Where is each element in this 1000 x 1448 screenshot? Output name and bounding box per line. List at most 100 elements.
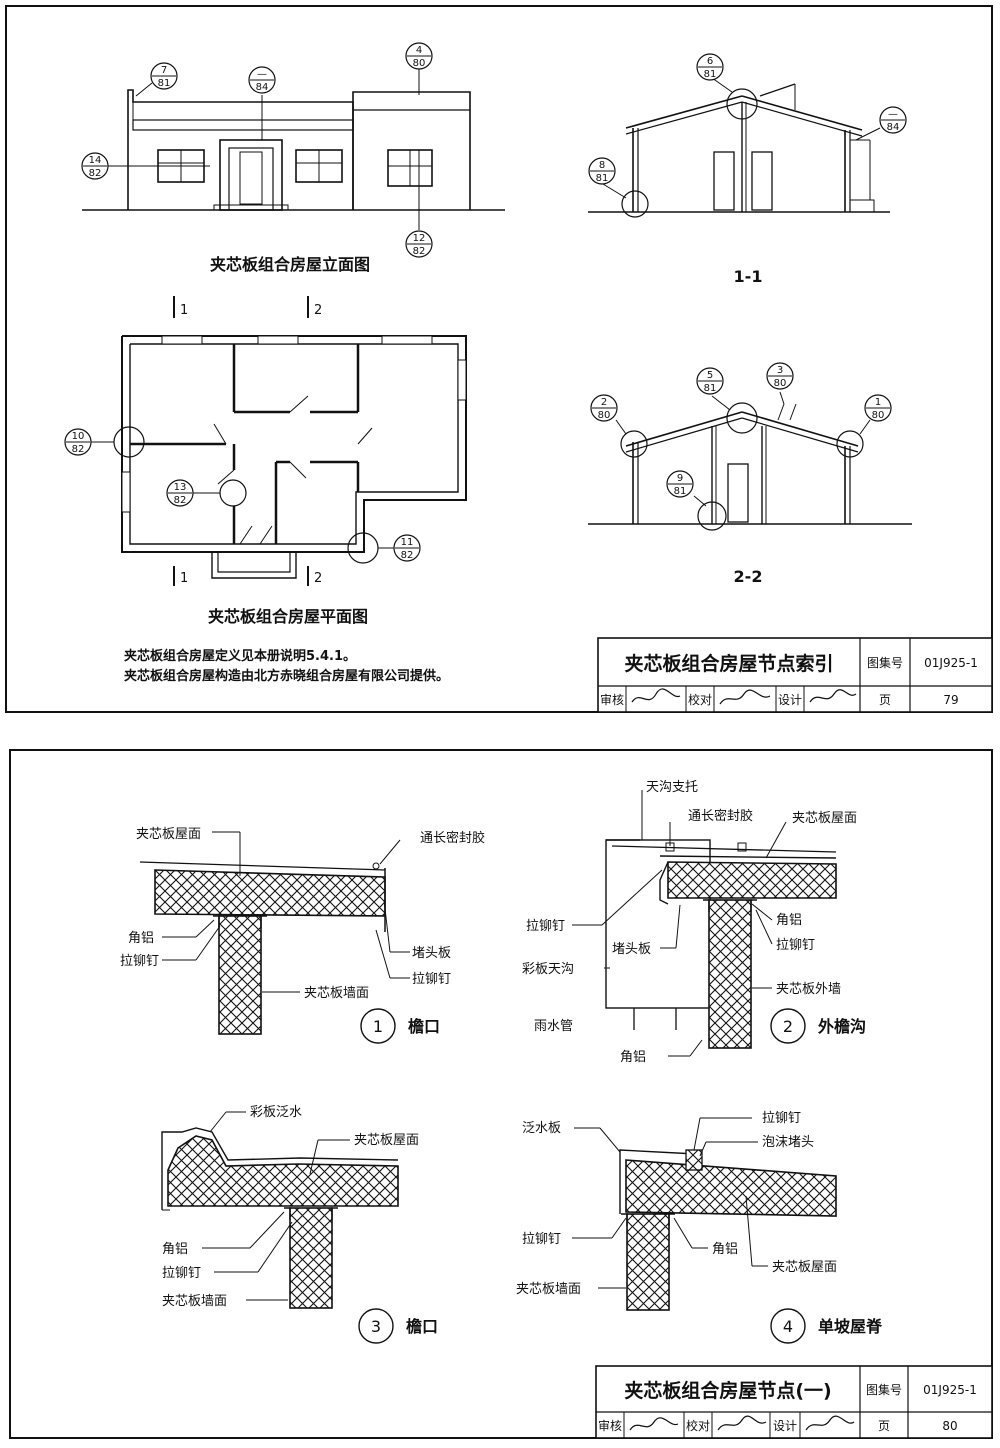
sheet2-design-label: 设计 <box>773 1419 797 1433</box>
d2-sealant-label: 通长密封胶 <box>688 808 753 824</box>
elevation-ref-4-80: 480 <box>405 42 433 70</box>
d1-wall-label: 夹芯板墙面 <box>304 986 369 1001</box>
svg-text:80: 80 <box>774 378 787 389</box>
section2-ref-1-80: 180 <box>864 394 892 422</box>
d2-angle-bottom-label: 角铝 <box>620 1050 646 1065</box>
detail-1-drawing <box>139 831 410 1044</box>
d1-angle-label: 角铝 <box>128 931 154 946</box>
sheet1-atlas-no: 01J925-1 <box>924 656 978 670</box>
plan-caption: 夹芯板组合房屋平面图 <box>208 607 368 626</box>
svg-text:80: 80 <box>872 410 885 421</box>
section2-ref-2-80: 280 <box>590 394 618 422</box>
svg-text:12: 12 <box>413 233 426 244</box>
d4-number: 4 <box>783 1317 793 1336</box>
sheet2-page-no: 80 <box>942 1419 957 1433</box>
sheet2-review-label: 审核 <box>598 1418 622 1433</box>
svg-text:4: 4 <box>416 45 422 56</box>
d2-outer-wall-label: 夹芯板外墙 <box>776 982 841 997</box>
d4-rivet-left-label: 拉铆钉 <box>522 1232 561 1247</box>
sheet2-border <box>9 749 993 1439</box>
elevation-drawing <box>82 67 505 230</box>
svg-text:81: 81 <box>674 486 687 497</box>
svg-text:82: 82 <box>174 495 187 506</box>
d1-rivet-left-label: 拉铆钉 <box>120 954 159 969</box>
d4-roof-label: 夹芯板屋面 <box>772 1260 837 1275</box>
d3-roof-label: 夹芯板屋面 <box>354 1133 419 1148</box>
cut-mark-2-bottom: 2 <box>314 571 322 586</box>
section-1-1-caption: 1-1 <box>734 267 763 286</box>
sheet2-title: 夹芯板组合房屋节点(一) <box>624 1379 831 1402</box>
elevation-caption: 夹芯板组合房屋立面图 <box>210 255 370 274</box>
svg-text:9: 9 <box>677 473 683 484</box>
svg-text:81: 81 <box>704 69 717 80</box>
svg-text:2: 2 <box>601 397 607 408</box>
sheet1-review-label: 审核 <box>600 692 624 707</box>
detail-2-drawing <box>572 790 837 1057</box>
svg-text:84: 84 <box>256 82 269 93</box>
section2-ref-3-80: 380 <box>766 362 794 390</box>
svg-text:82: 82 <box>72 444 85 455</box>
d1-name: 檐口 <box>408 1017 440 1036</box>
d2-number: 2 <box>783 1017 793 1036</box>
elevation-ref-84: — 84 <box>248 66 276 94</box>
svg-text:81: 81 <box>704 383 717 394</box>
d4-foam-label: 泡沫堵头 <box>762 1135 814 1150</box>
section1-ref-8-81: 881 <box>588 157 616 185</box>
svg-text:82: 82 <box>401 550 414 561</box>
svg-text:—: — <box>257 69 267 80</box>
note-1: 夹芯板组合房屋定义见本册说明5.4.1。 <box>124 648 356 664</box>
d2-support-label: 天沟支托 <box>646 780 698 795</box>
d3-wall-label: 夹芯板墙面 <box>162 1294 227 1309</box>
sheet1-page-label: 页 <box>879 693 891 707</box>
d1-number: 1 <box>373 1017 383 1036</box>
svg-text:6: 6 <box>707 56 713 67</box>
section-2-2-caption: 2-2 <box>734 567 763 586</box>
sheet1-atlas-label: 图集号 <box>867 655 903 670</box>
d2-roof-label: 夹芯板屋面 <box>792 811 857 826</box>
d2-downpipe-label: 雨水管 <box>534 1019 573 1034</box>
sheet1-title: 夹芯板组合房屋节点索引 <box>624 652 833 675</box>
d1-endplate-label: 堵头板 <box>412 946 451 961</box>
sheet1-border <box>5 5 993 713</box>
section2-ref-5-81: 581 <box>696 367 724 395</box>
svg-text:7: 7 <box>161 65 167 76</box>
d2-endplate-label: 堵头板 <box>612 942 651 957</box>
svg-text:81: 81 <box>158 78 171 89</box>
d2-name: 外檐沟 <box>817 1017 866 1036</box>
sheet-80: 夹芯板屋面 通长密封胶 角铝 拉铆钉 堵头板 拉铆钉 夹芯板墙面 1 檐口 <box>9 749 993 1439</box>
d1-sealant-label: 通长密封胶 <box>420 830 485 846</box>
cut-mark-1-bottom: 1 <box>180 571 188 586</box>
d4-flashing-label: 泛水板 <box>522 1121 561 1136</box>
svg-text:5: 5 <box>707 370 713 381</box>
svg-text:84: 84 <box>887 122 900 133</box>
svg-text:8: 8 <box>599 160 605 171</box>
section2-ref-9-81: 981 <box>666 470 694 498</box>
sheet2-check-label: 校对 <box>686 1418 710 1433</box>
d2-rivet-left-label: 拉铆钉 <box>526 919 565 934</box>
d2-angle-right-label: 角铝 <box>776 913 802 928</box>
d2-gutter-label: 彩板天沟 <box>522 962 574 977</box>
sheet2-page-label: 页 <box>878 1419 890 1433</box>
section1-ref-84: — 84 <box>879 106 907 134</box>
detail-3-drawing <box>161 1111 399 1344</box>
d4-name: 单坡屋脊 <box>818 1317 883 1336</box>
svg-text:14: 14 <box>89 155 102 166</box>
sheet1-design-label: 设计 <box>778 693 802 707</box>
svg-text:3: 3 <box>777 365 783 376</box>
d4-rivet-top-label: 拉铆钉 <box>762 1111 801 1126</box>
d1-roof-label: 夹芯板屋面 <box>136 827 201 842</box>
sheet2-title-block <box>595 1365 993 1439</box>
svg-text:—: — <box>888 109 898 120</box>
floor-plan-drawing <box>91 296 467 586</box>
cut-mark-2-top: 2 <box>314 303 322 318</box>
svg-text:81: 81 <box>596 173 609 184</box>
sheet1-page-no: 79 <box>943 693 958 707</box>
